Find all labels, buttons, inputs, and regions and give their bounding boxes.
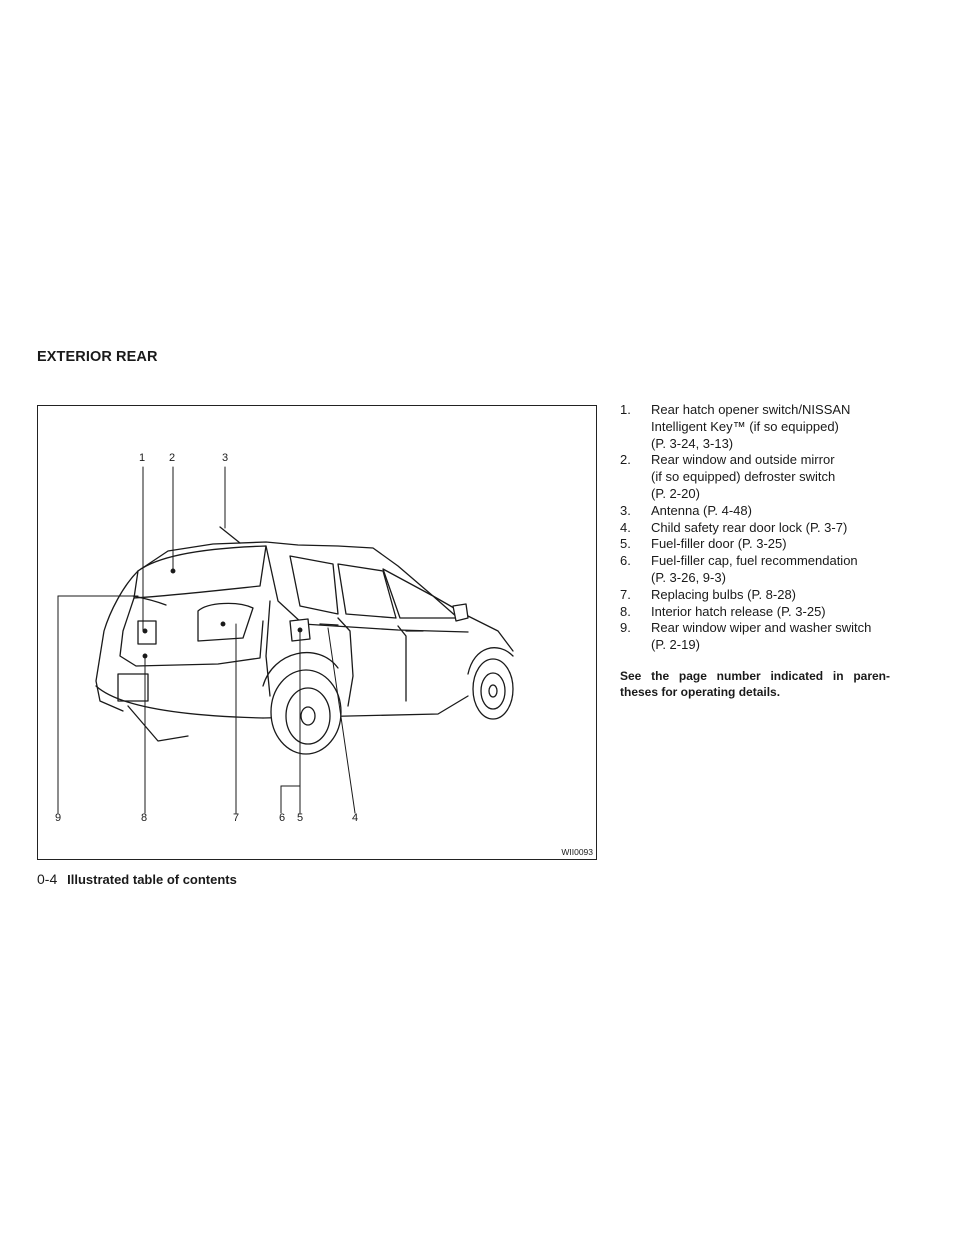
callout-1: 1 [139,452,146,464]
item-text: Antenna (P. 4-48) [651,503,752,520]
item-text: Replacing bulbs (P. 8-28) [651,587,796,604]
callout-8: 8 [141,812,148,824]
item-line: Antenna (P. 4-48) [651,502,752,518]
item-number: 9. [620,620,631,636]
callout-2: 2 [169,452,176,464]
item-number: 1. [620,402,631,417]
car-drawing [57,466,514,814]
item-line: Rear hatch opener switch/NISSAN [651,402,851,417]
item-line: Interior hatch release (P. 3-25) [651,603,826,619]
list-item: 1. Rear hatch opener switch/NISSAN Intel… [620,402,892,452]
item-text: Fuel-filler cap, fuel recommendation (P.… [651,553,858,587]
item-line: Rear window wiper and washer switch [651,620,872,636]
item-line: Intelligent Key™ (if so equipped) [651,418,839,434]
list-item: 5. Fuel-filler door (P. 3-25) [620,536,892,553]
page-number: 0-4 [37,871,58,887]
item-text: Interior hatch release (P. 3-25) [651,604,826,621]
page-footer: 0-4 Illustrated table of contents [37,871,237,887]
item-line: Replacing bulbs (P. 8-28) [651,586,797,602]
item-line: (P. 3-26, 9-3) [651,569,726,585]
item-text: Fuel-filler door (P. 3-25) [651,536,787,553]
callout-9: 9 [55,812,62,824]
car-rear-illustration: 1 2 3 4 5 6 7 8 9 WII0093 [37,405,597,860]
list-item: 7. Replacing bulbs (P. 8-28) [620,587,892,604]
item-line: Rear window and outside mirror [651,452,835,468]
item-line: (P. 3-24, 3-13) [651,435,734,451]
item-number: 5. [620,536,631,552]
item-text: Rear hatch opener switch/NISSAN Intellig… [651,402,850,452]
item-number: 4. [620,519,631,535]
callout-6: 6 [279,812,286,824]
item-line: Fuel-filler door (P. 3-25) [651,536,787,552]
item-number: 8. [620,603,631,619]
list-item: 6. Fuel-filler cap, fuel recommendation … [620,553,892,587]
item-number: 6. [620,553,631,569]
list-item: 3. Antenna (P. 4-48) [620,503,892,520]
figure-code: WII0093 [561,847,593,857]
item-line: (P. 2-19) [651,637,700,653]
operating-note: See the page number indicated in paren- … [620,669,890,699]
item-text: Rear window wiper and washer switch (P. … [651,620,871,654]
list-item: 9. Rear window wiper and washer switch (… [620,620,892,654]
callout-3: 3 [222,452,229,464]
list-item: 8. Interior hatch release (P. 3-25) [620,604,892,621]
legend-list: 1. Rear hatch opener switch/NISSAN Intel… [620,402,892,654]
item-line: (if so equipped) defroster switch [651,469,836,485]
section-title: EXTERIOR REAR [37,349,158,365]
item-number: 7. [620,586,631,602]
item-text: Rear window and outside mirror (if so eq… [651,452,835,502]
footer-title: Illustrated table of contents [67,872,237,887]
item-line: (P. 2-20) [651,485,700,501]
item-line: Child safety rear door lock (P. 3-7) [651,519,848,535]
item-line: Fuel-filler cap, fuel recommendation [651,553,858,569]
callout-4: 4 [352,812,359,824]
item-text: Child safety rear door lock (P. 3-7) [651,520,847,537]
callout-7: 7 [233,812,240,824]
list-item: 4. Child safety rear door lock (P. 3-7) [620,520,892,537]
item-number: 3. [620,502,631,518]
item-number: 2. [620,452,631,468]
list-item: 2. Rear window and outside mirror (if so… [620,452,892,502]
callout-5: 5 [297,812,304,824]
